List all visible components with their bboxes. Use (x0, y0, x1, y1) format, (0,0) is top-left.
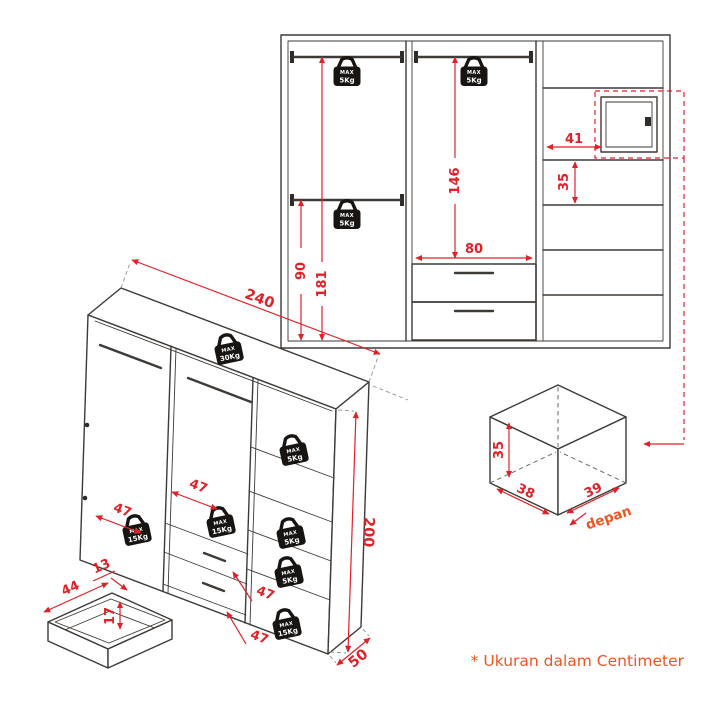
dim-label-35: 35 (492, 441, 507, 459)
weight-max-label: MAX (283, 530, 298, 539)
cube-hidden-edge (489, 451, 557, 484)
rod-bracket (290, 51, 294, 63)
iso-view: MAX 30Kg MAX 15Kg MAX 15Kg MAX 5Kg MAX 5… (79, 259, 409, 671)
iso-rod-left (98, 343, 163, 370)
rod-bracket (414, 51, 418, 63)
rod-bracket (400, 51, 404, 63)
dim-44: 44 (43, 578, 109, 613)
dim-label-13: 13 (90, 556, 113, 577)
dim-label-41: 41 (565, 132, 583, 147)
depan-label: depan (584, 503, 634, 534)
weight-max-label: MAX (467, 70, 481, 76)
dim-label-39: 39 (582, 480, 605, 501)
drawer-detail: 44 13 17 (43, 556, 173, 669)
dim-39: 39 (566, 480, 620, 514)
weight-icon-5kg: MAX 5Kg (458, 56, 490, 88)
weight-icon-5kg: MAX 5Kg (275, 431, 312, 469)
iso-drawer-line (164, 522, 249, 555)
dim-80: 80 (415, 242, 533, 262)
weight-max-label: MAX (281, 569, 296, 578)
weight-max-label: MAX (279, 621, 294, 630)
weight-value-label: 5Kg (282, 575, 299, 586)
dim-label-200: 200 (359, 517, 376, 548)
weight-icon-5kg: MAX 5Kg (272, 514, 309, 552)
dim-label-80: 80 (465, 242, 483, 257)
dim-47-left: 47 (95, 500, 142, 534)
weight-icon-15kg: MAX 15Kg (202, 503, 239, 541)
rod-bracket (400, 194, 404, 206)
dim-13: 13 (90, 556, 128, 591)
dim-label-181: 181 (315, 270, 330, 297)
dim-47-middle: 47 (171, 476, 218, 510)
iso-rod-middle (186, 376, 253, 404)
weight-max-label: MAX (213, 519, 228, 528)
weight-value-label: 5Kg (284, 536, 301, 547)
dim-label-47: 47 (248, 627, 270, 647)
cabinet-outer-frame (280, 34, 671, 349)
hinge-dot (84, 422, 90, 428)
drawer-front-top (411, 263, 537, 303)
iso-divider (244, 377, 254, 624)
weight-max-label: MAX (340, 213, 354, 219)
dim-label-44: 44 (59, 578, 82, 599)
dim-label-38: 38 (514, 481, 537, 502)
iso-divider (162, 345, 172, 592)
dim-label-47: 47 (187, 476, 209, 496)
weight-icon-5kg: MAX 5Kg (331, 56, 363, 88)
iso-shelf (248, 490, 333, 523)
weight-value-label: 5Kg (287, 453, 304, 464)
weight-icon-5kg: MAX 5Kg (270, 553, 307, 591)
cabinet-inner-frame (287, 40, 664, 342)
dim-17: 17 (103, 601, 124, 630)
iso-drawer-handle (202, 551, 227, 563)
weight-max-label: MAX (340, 70, 354, 76)
drawer-front-bottom (411, 301, 537, 341)
small-door-handle (645, 117, 651, 126)
dim-label-146: 146 (448, 167, 463, 194)
dim-90: 90 (294, 199, 309, 341)
iso-drawer-handle (201, 581, 226, 593)
dim-label-17: 17 (103, 607, 118, 625)
rod-bracket (290, 194, 294, 206)
weight-value-label: 5Kg (466, 77, 481, 85)
small-door (600, 96, 658, 153)
dim-146: 146 (448, 56, 463, 259)
dim-label-50: 50 (346, 646, 372, 671)
hinge-dot (82, 495, 88, 501)
dim-label-47: 47 (111, 500, 133, 520)
dim-35-shelf: 35 (557, 161, 579, 204)
depan-arrow (569, 512, 587, 526)
cube-hidden-edge (559, 451, 627, 484)
dim-47-drawer-bottom: 47 (226, 611, 270, 648)
drawer-right-face (107, 619, 173, 669)
iso-divider-inner (167, 347, 177, 594)
small-door-panel (605, 101, 653, 148)
cube-detail: 35 38 39 depan (489, 384, 634, 534)
weight-value-label: 5Kg (339, 77, 354, 85)
iso-drawer-line (162, 583, 247, 616)
dim-label-35: 35 (557, 173, 572, 191)
small-door-frame (600, 96, 658, 153)
dim-47-drawer-top: 47 (232, 571, 276, 604)
dim-181: 181 (315, 56, 330, 341)
units-note: * Ukuran dalam Centimeter (471, 652, 685, 670)
dim-41: 41 (546, 132, 602, 151)
weight-max-label: MAX (286, 447, 301, 456)
rod-bracket (529, 51, 533, 63)
iso-divider-inner (249, 379, 259, 626)
front-view: MAX 5Kg MAX 5Kg MAX 5Kg 90 181 146 (280, 34, 685, 448)
dim-label-47: 47 (254, 583, 276, 603)
dim-38: 38 (496, 481, 550, 515)
weight-icon-15kg: MAX 15Kg (268, 605, 305, 643)
dim-label-90: 90 (294, 262, 309, 280)
weight-icon-5kg: MAX 5Kg (331, 199, 363, 231)
detail-callout-box (594, 90, 685, 159)
dim-35-cube: 35 (492, 422, 513, 478)
dim-200: 200 (329, 385, 409, 654)
weight-value-label: 5Kg (339, 220, 354, 228)
